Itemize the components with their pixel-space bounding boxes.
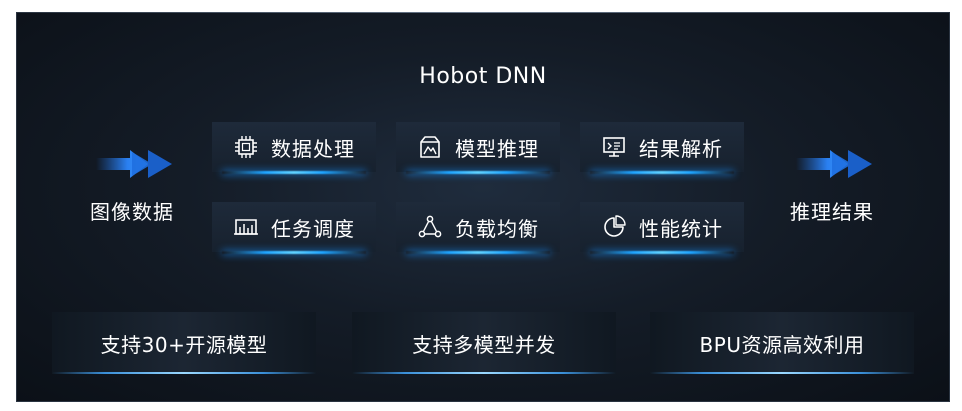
model-icon	[420, 136, 440, 158]
feature-label: 支持30+开源模型	[100, 332, 268, 357]
module-label: 负载均衡	[455, 216, 539, 241]
module-label: 结果解析	[639, 136, 723, 161]
feature-open-source-models: 支持30+开源模型	[52, 312, 316, 374]
diagram-panel: Hobot DNN 图像数据 推理结果	[16, 12, 950, 402]
network-icon	[418, 215, 442, 238]
input-arrow-icon	[96, 150, 172, 178]
output-arrow-icon	[796, 150, 872, 178]
module-performance-stats: 性能统计	[580, 202, 744, 252]
input-label: 图像数据	[90, 200, 174, 224]
feature-bpu-efficiency: BPU资源高效利用	[650, 312, 914, 374]
module-label: 模型推理	[455, 136, 539, 161]
module-data-processing: 数据处理	[212, 122, 376, 172]
feature-multi-model-concurrency: 支持多模型并发	[352, 312, 616, 374]
module-load-balancing: 负载均衡	[396, 202, 560, 252]
module-result-parsing: 结果解析	[580, 122, 744, 172]
pie-chart-icon	[604, 215, 626, 237]
schedule-icon	[234, 219, 258, 235]
feature-label: 支持多模型并发	[412, 332, 556, 357]
diagram-title: Hobot DNN	[419, 64, 547, 89]
module-label: 数据处理	[271, 136, 355, 161]
module-label: 性能统计	[639, 216, 723, 241]
monitor-icon	[603, 137, 625, 157]
module-task-scheduling: 任务调度	[212, 202, 376, 252]
module-label: 任务调度	[271, 216, 355, 241]
output-label: 推理结果	[790, 200, 874, 224]
module-model-inference: 模型推理	[396, 122, 560, 172]
feature-label: BPU资源高效利用	[699, 332, 865, 357]
chip-icon	[235, 136, 257, 158]
